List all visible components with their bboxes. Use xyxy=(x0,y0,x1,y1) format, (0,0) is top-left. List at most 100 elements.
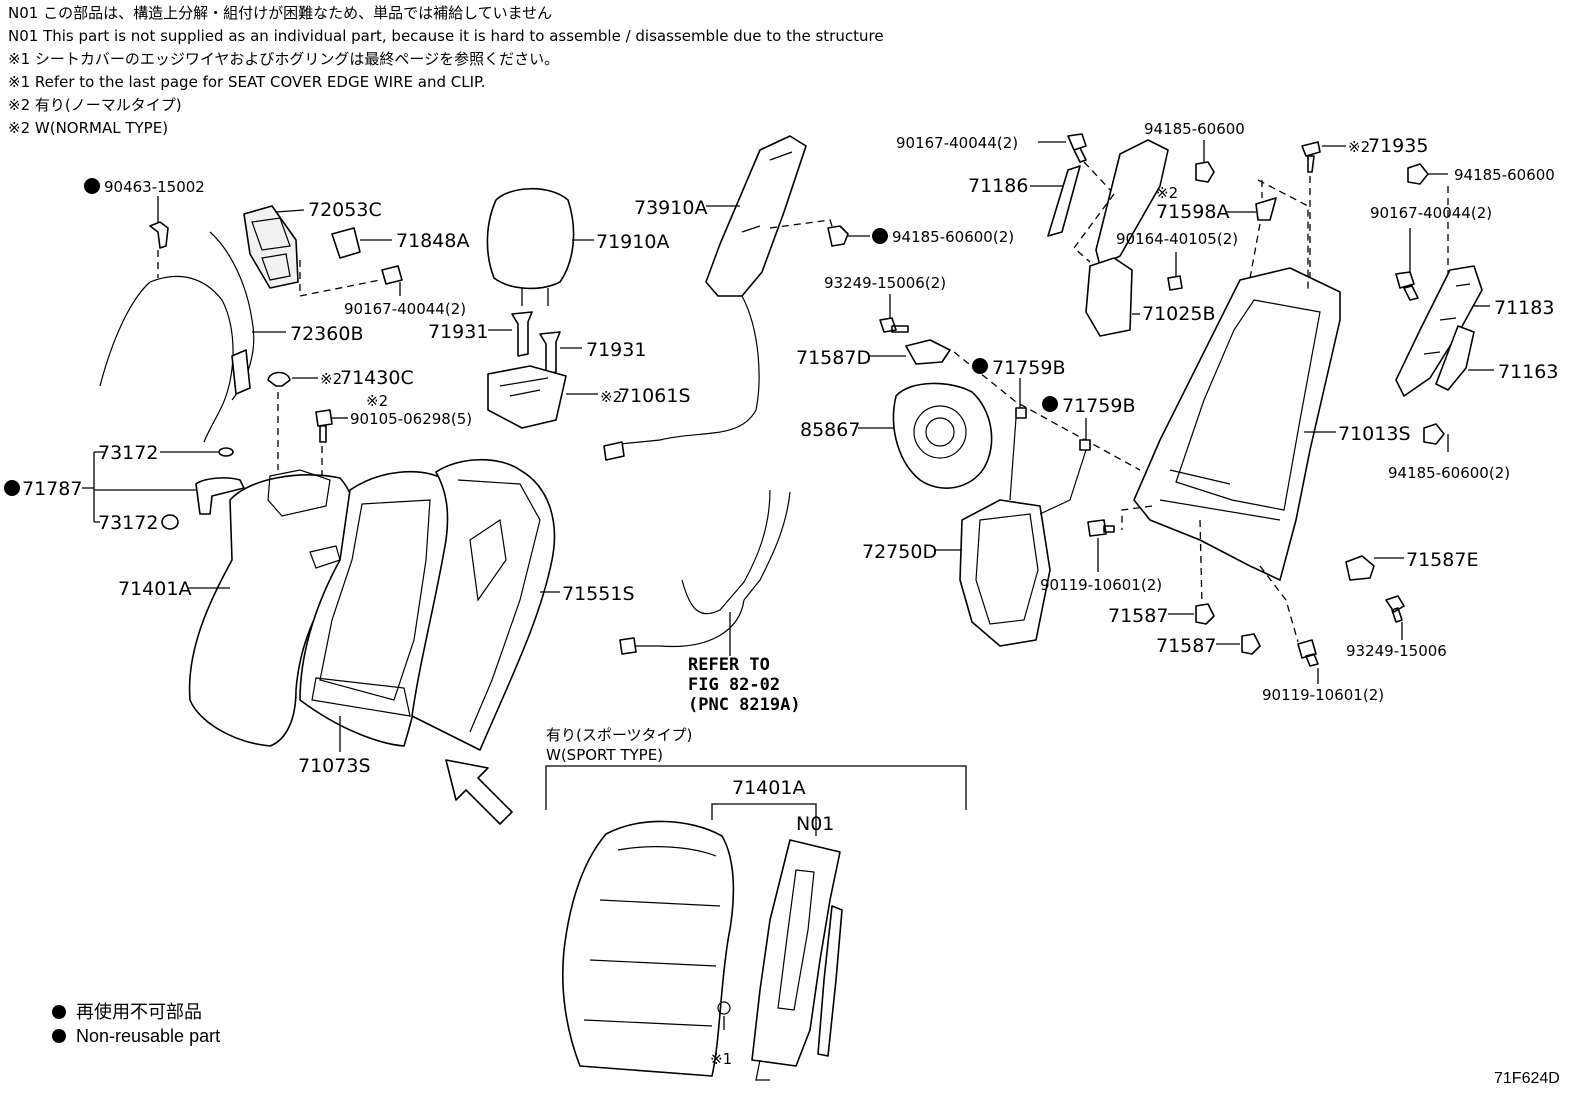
part-71025B-group[interactable]: 90164-40105(2) 71025B xyxy=(1073,139,1238,337)
part-90119-10601-right[interactable]: 90119-10601(2) xyxy=(1262,639,1384,704)
part-93249-15006-left[interactable]: 93249-15006(2) xyxy=(824,274,946,333)
part-90119-10601-left[interactable]: 90119-10601(2) xyxy=(1040,519,1162,594)
nut-icon xyxy=(1407,163,1429,185)
label-71910A: 71910A xyxy=(596,231,669,253)
part-85867[interactable]: 85867 xyxy=(800,382,993,489)
mark-71061S: ※2 xyxy=(600,388,622,406)
part-72360B[interactable]: 72360B xyxy=(99,231,363,443)
recliner-72750D-icon xyxy=(959,499,1051,647)
headrest-71910A-icon xyxy=(486,187,575,290)
label-73910A: 73910A xyxy=(634,197,707,219)
part-71401A-sport[interactable]: 71401A ※1 xyxy=(561,777,817,1077)
part-71061S[interactable]: ※2 71061S xyxy=(487,365,691,429)
sport-type-inset: 有り(スポーツタイプ) W(SPORT TYPE) xyxy=(545,726,967,810)
part-94185-60600-mid[interactable]: 94185-60600(2) xyxy=(827,225,1014,247)
part-90463-15002[interactable]: 90463-15002 xyxy=(84,178,205,278)
label-72053C: 72053C xyxy=(308,199,382,221)
cover-71163-icon xyxy=(1435,325,1475,391)
pad-N01-icon xyxy=(751,839,841,1067)
label-71587D: 71587D xyxy=(796,347,871,369)
part-93249-15006-right[interactable]: 93249-15006 xyxy=(1346,595,1447,660)
grommet-73172-icon xyxy=(218,447,234,457)
part-90105-06298[interactable]: ※2 90105-06298(5) xyxy=(315,392,472,494)
mark-sport-1: ※1 xyxy=(710,1050,732,1068)
part-94185-60600-top[interactable]: 94185-60600 xyxy=(1144,120,1245,183)
part-71587D[interactable]: 71587D xyxy=(796,339,1141,471)
clip-71935-icon xyxy=(1301,141,1321,173)
nut-icon xyxy=(1423,423,1445,445)
label-71430C: 71430C xyxy=(340,367,414,389)
label-93249-15006-left: 93249-15006(2) xyxy=(824,274,946,292)
part-71401A[interactable]: 71401A xyxy=(118,469,358,747)
part-71551S[interactable]: 71551S xyxy=(411,458,635,751)
part-72053C[interactable]: 72053C xyxy=(243,199,382,289)
label-71587-a: 71587 xyxy=(1108,605,1168,627)
label-90463-15002: 90463-15002 xyxy=(104,178,205,196)
part-90167-40044-top[interactable]: 90167-40044(2) xyxy=(896,133,1115,195)
airbag-bracket-icon xyxy=(1095,139,1169,267)
label-71013S: 71013S xyxy=(1338,423,1411,445)
part-71587-b[interactable]: 71587 xyxy=(1156,633,1261,657)
part-71163[interactable]: 71163 xyxy=(1435,325,1558,391)
label-90164-40105: 90164-40105(2) xyxy=(1116,230,1238,248)
part-71759B-a[interactable]: 71759B xyxy=(972,357,1065,419)
label-90167-40044-left: 90167-40044(2) xyxy=(344,300,466,318)
label-71587E: 71587E xyxy=(1406,549,1478,571)
bracket-71587D-icon xyxy=(905,339,951,365)
label-71598A: 71598A xyxy=(1156,201,1229,223)
screw-icon xyxy=(1395,271,1419,301)
non-reusable-dot-icon xyxy=(52,1029,66,1043)
label-71163: 71163 xyxy=(1498,361,1558,383)
bolt-icon xyxy=(315,409,333,443)
non-reusable-dot-icon xyxy=(52,1005,66,1019)
part-N01[interactable]: N01 xyxy=(751,813,843,1081)
label-71935: 71935 xyxy=(1368,135,1428,157)
part-72750D[interactable]: 72750D xyxy=(862,417,1087,647)
part-71931-a[interactable]: 71931 xyxy=(428,311,533,357)
label-73172-lower: 73172 xyxy=(98,512,158,534)
label-90119-10601-left: 90119-10601(2) xyxy=(1040,576,1162,594)
connector-icon xyxy=(603,441,625,461)
nut-icon xyxy=(827,225,849,247)
part-90167-40044-right[interactable]: 90167-40044(2) xyxy=(1370,204,1492,301)
part-71013S[interactable]: 71013S xyxy=(1121,179,1411,643)
part-71848A[interactable]: 71848A xyxy=(331,227,469,259)
part-94185-60600-right2[interactable]: 94185-60600(2) xyxy=(1388,423,1510,482)
part-71598A[interactable]: ※2 71598A xyxy=(1156,180,1277,279)
part-71931-b[interactable]: 71931 xyxy=(539,331,646,375)
screw-icon xyxy=(1167,275,1183,291)
mark-90105-06298: ※2 xyxy=(366,392,388,410)
headrest-guide-icon xyxy=(511,311,533,357)
part-71186[interactable]: 71186 xyxy=(968,165,1081,237)
fastener-90463-icon xyxy=(149,221,169,249)
sport-type-bracket xyxy=(545,765,967,810)
part-73910A[interactable]: 73910A xyxy=(603,135,835,461)
part-71759B-b[interactable]: 71759B xyxy=(1042,395,1135,451)
note-line-3: ※1 シートカバーのエッジワイヤおよびホグリングは最終ページを参照ください。 xyxy=(8,50,560,68)
bolt-icon xyxy=(1087,519,1115,537)
note-line-2: N01 This part is not supplied as an indi… xyxy=(8,27,884,45)
notes-block: N01 この部品は、構造上分解・組付けが困難なため、単品では補給していません N… xyxy=(8,2,884,140)
part-71430C[interactable]: ※2 71430C xyxy=(267,367,414,470)
label-90105-06298: 90105-06298(5) xyxy=(350,410,472,428)
part-71910A[interactable]: 71910A xyxy=(486,187,669,306)
label-72750D: 72750D xyxy=(862,541,937,563)
part-71587-a[interactable]: 71587 xyxy=(1108,603,1215,627)
wire-harness[interactable]: REFER TO FIG 82-02 (PNC 8219A) xyxy=(619,489,801,715)
non-reusable-dot-icon xyxy=(84,178,100,194)
nut-icon xyxy=(1195,603,1215,625)
mark-71430C: ※2 xyxy=(320,370,342,388)
sport-type-line-1: 有り(スポーツタイプ) xyxy=(546,726,692,744)
headrest-guide-icon xyxy=(539,331,561,375)
part-71183[interactable]: 71183 xyxy=(1395,265,1554,397)
part-90167-40044-left[interactable]: 90167-40044(2) xyxy=(299,260,466,318)
note-line-1: N01 この部品は、構造上分解・組付けが困難なため、単品では補給していません xyxy=(8,4,553,22)
part-71587E[interactable]: 71587E xyxy=(1345,549,1478,581)
bracket-71186-icon xyxy=(1047,165,1081,237)
legend-text-ja: 再使用不可部品 xyxy=(76,1002,202,1022)
label-71587-b: 71587 xyxy=(1156,635,1216,657)
legend-row-en: Non-reusable part xyxy=(52,1024,220,1048)
part-71787-group[interactable]: 71787 73172 73172 xyxy=(4,442,245,534)
part-71935[interactable]: ※2 71935 xyxy=(1301,135,1428,284)
